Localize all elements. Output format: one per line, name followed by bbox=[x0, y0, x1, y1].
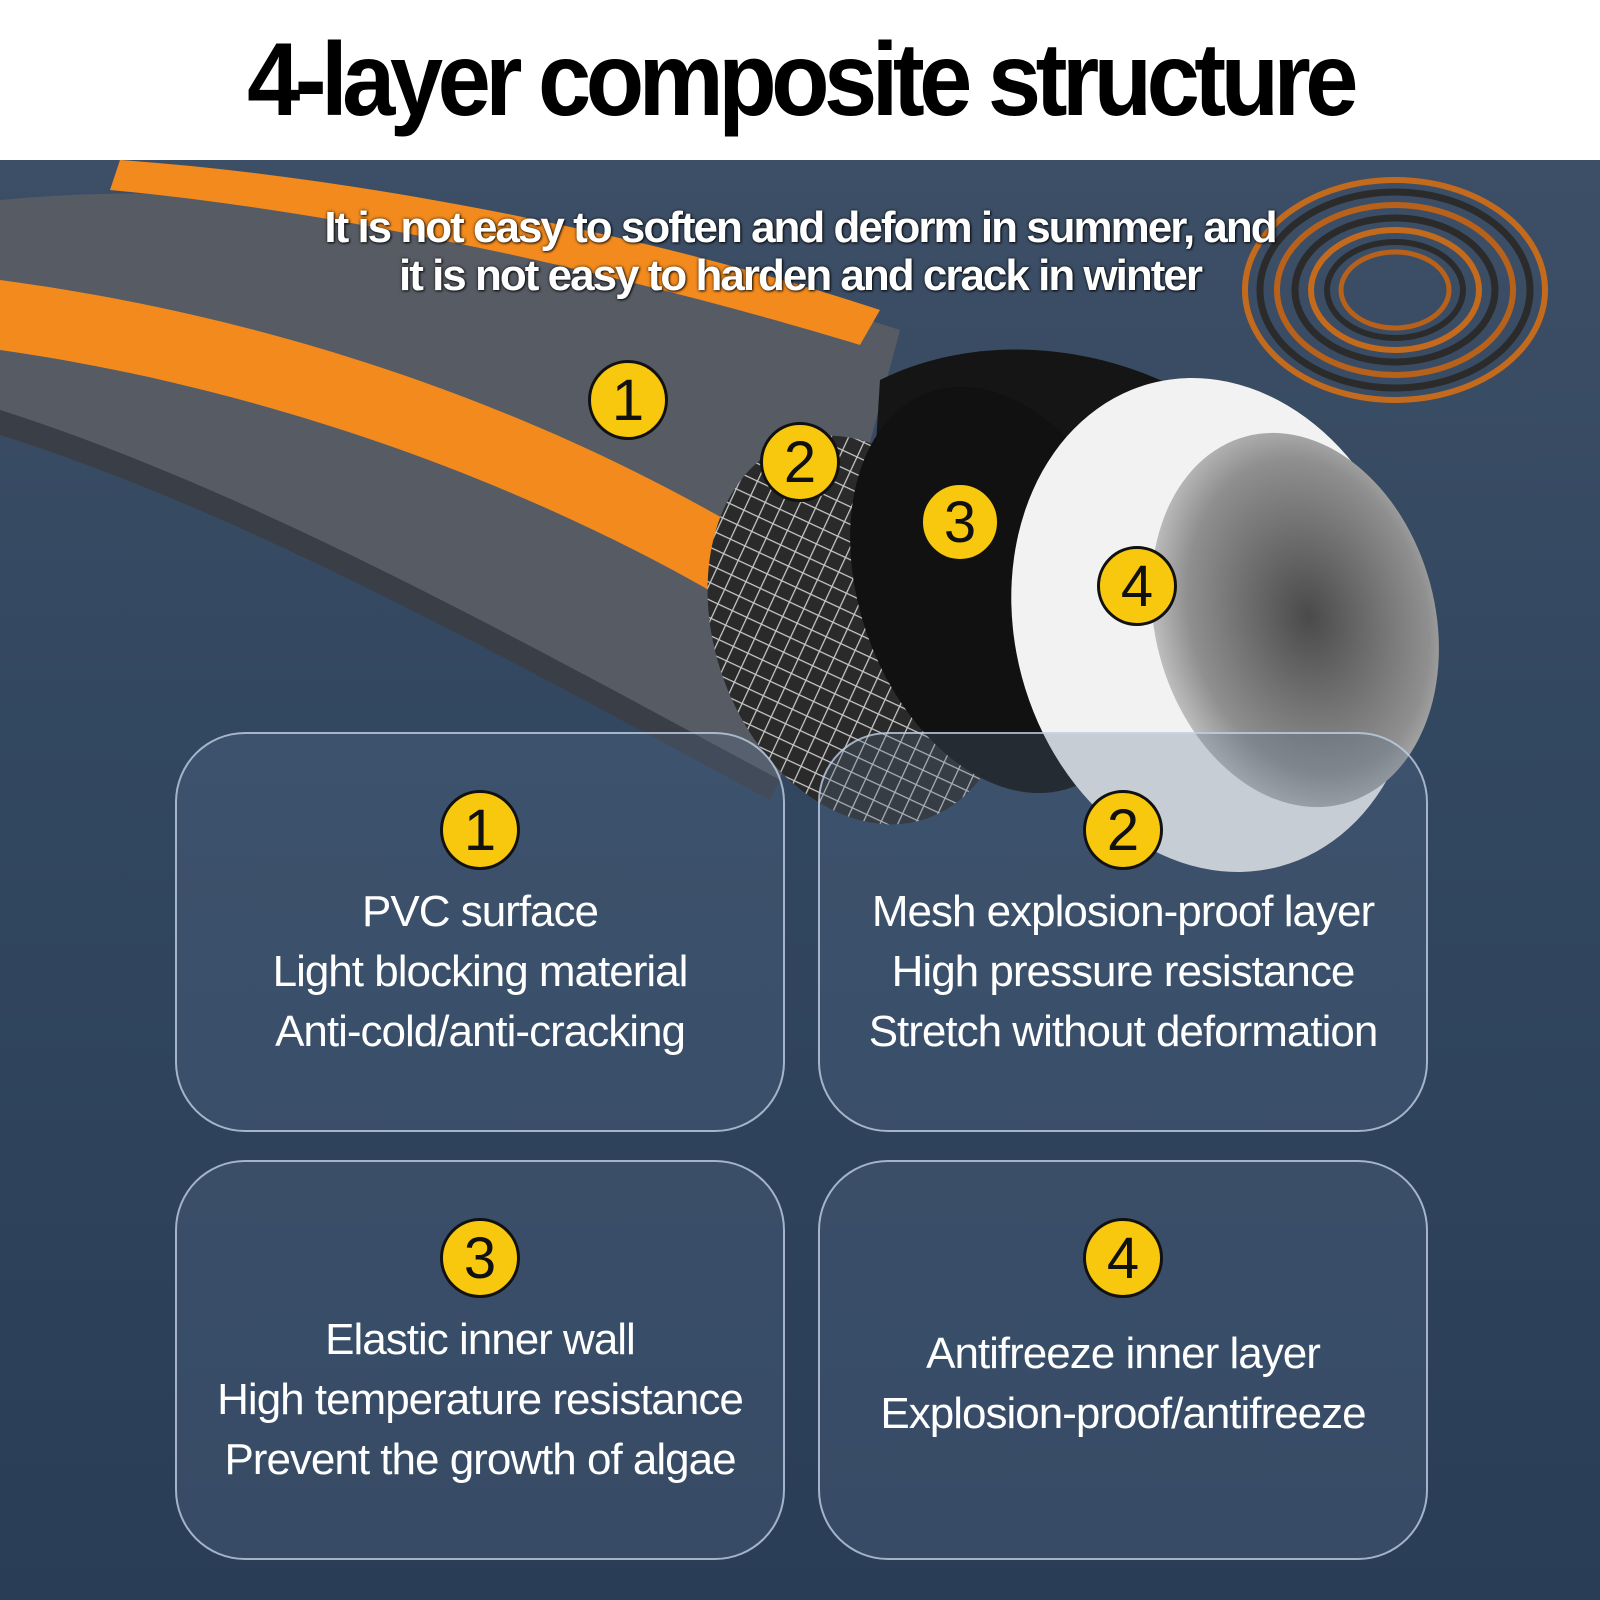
feature-card-2: 2 Mesh explosion-proof layer High pressu… bbox=[818, 732, 1428, 1132]
title-bar: 4-layer composite structure bbox=[0, 0, 1600, 160]
card-1-line-3: Anti-cold/anti-cracking bbox=[275, 1007, 686, 1056]
hero-badge-4: 4 bbox=[1097, 546, 1177, 626]
card-1-line-1: PVC surface bbox=[362, 887, 599, 936]
coiled-hose-thumbnail bbox=[1242, 177, 1548, 403]
card-badge-4: 4 bbox=[1083, 1218, 1163, 1298]
card-1-text: PVC surface Light blocking material Anti… bbox=[177, 882, 783, 1062]
hero-badge-2: 2 bbox=[760, 422, 840, 502]
card-1-line-2: Light blocking material bbox=[272, 947, 689, 996]
card-2-text: Mesh explosion-proof layer High pressure… bbox=[820, 882, 1426, 1062]
feature-card-3: 3 Elastic inner wall High temperature re… bbox=[175, 1160, 785, 1560]
feature-card-4: 4 Antifreeze inner layer Explosion-proof… bbox=[818, 1160, 1428, 1560]
card-badge-2: 2 bbox=[1083, 790, 1163, 870]
card-2-line-3: Stretch without deformation bbox=[868, 1007, 1379, 1056]
card-3-line-2: High temperature resistance bbox=[217, 1375, 744, 1424]
product-panel: It is not easy to soften and deform in s… bbox=[0, 160, 1600, 1600]
card-badge-3: 3 bbox=[440, 1218, 520, 1298]
hose-orange-stripe-top bbox=[110, 160, 880, 345]
hose-dark-edge bbox=[0, 410, 780, 800]
hose-orange-stripe-main bbox=[0, 280, 760, 605]
card-2-line-2: High pressure resistance bbox=[891, 947, 1356, 996]
tagline-line-1: It is not easy to soften and deform in s… bbox=[324, 203, 1277, 252]
card-3-text: Elastic inner wall High temperature resi… bbox=[177, 1310, 783, 1490]
card-3-line-3: Prevent the growth of algae bbox=[224, 1435, 736, 1484]
page-title: 4-layer composite structure bbox=[247, 21, 1358, 138]
hero-badge-3: 3 bbox=[920, 482, 1000, 562]
card-4-line-1: Antifreeze inner layer bbox=[926, 1329, 1321, 1378]
inner-hole bbox=[1151, 432, 1439, 808]
tagline-line-2: it is not easy to harden and crack in wi… bbox=[398, 251, 1203, 300]
hero-badge-1: 1 bbox=[588, 360, 668, 440]
card-3-line-1: Elastic inner wall bbox=[325, 1315, 636, 1364]
card-4-text: Antifreeze inner layer Explosion-proof/a… bbox=[820, 1324, 1426, 1444]
tagline: It is not easy to soften and deform in s… bbox=[180, 204, 1420, 300]
card-badge-1: 1 bbox=[440, 790, 520, 870]
card-2-line-1: Mesh explosion-proof layer bbox=[871, 887, 1375, 936]
card-4-line-2: Explosion-proof/antifreeze bbox=[880, 1389, 1366, 1438]
feature-card-1: 1 PVC surface Light blocking material An… bbox=[175, 732, 785, 1132]
